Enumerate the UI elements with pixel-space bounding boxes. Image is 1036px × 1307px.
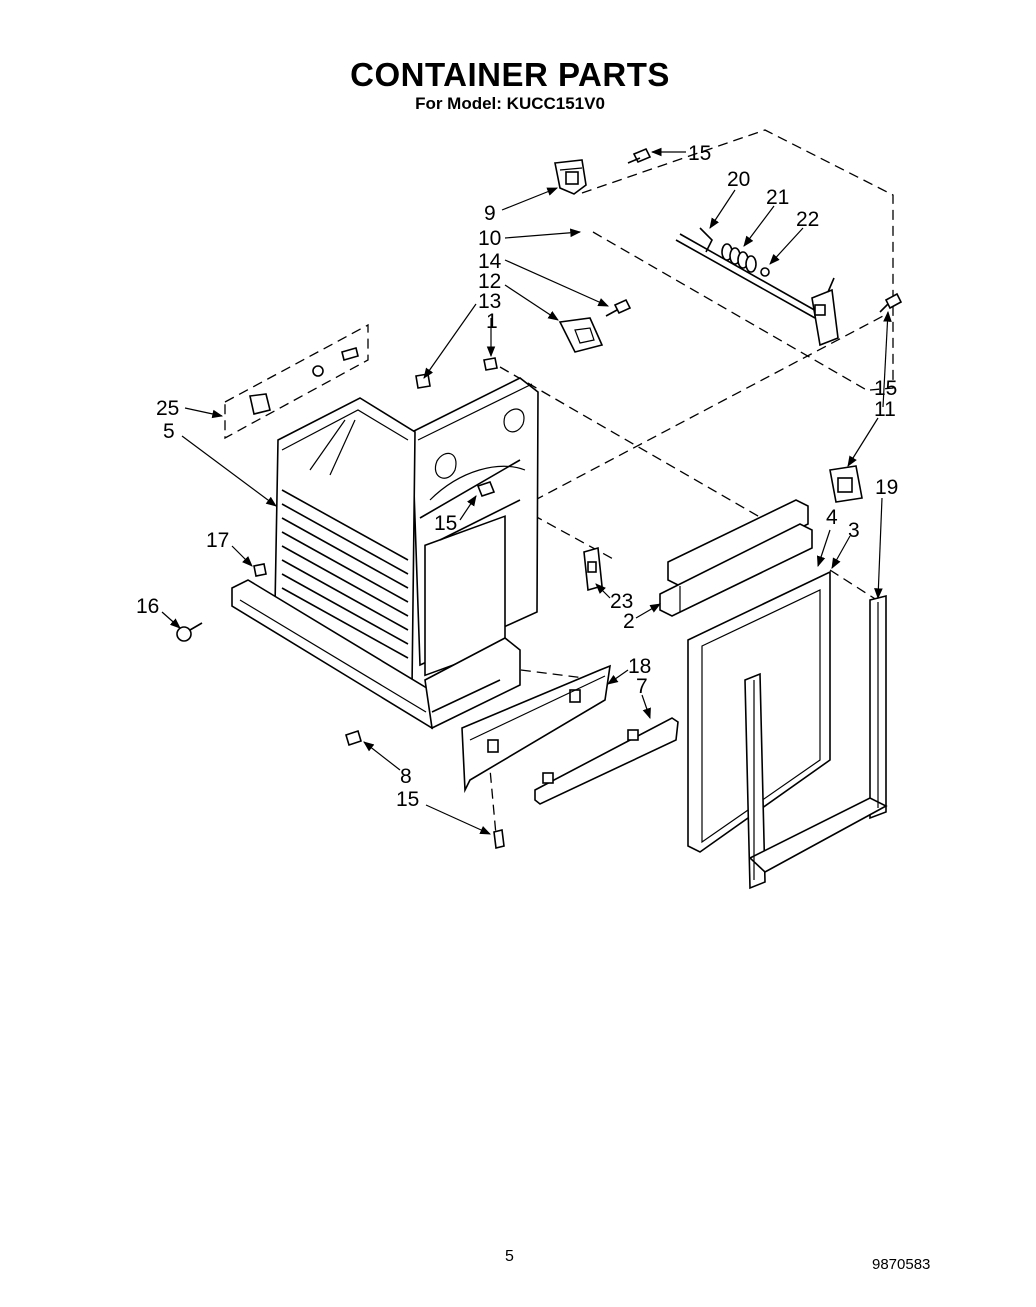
callout-14: 14: [478, 250, 502, 273]
callout-17: 17: [206, 529, 229, 552]
hinge-pin-assembly-25: [224, 323, 369, 440]
bottom-trim-7: [534, 717, 679, 805]
callout-16: 16: [136, 595, 159, 618]
callout-15: 15: [688, 142, 711, 165]
screw-14: [605, 298, 632, 317]
nut-17: [253, 563, 267, 577]
callout-22: 22: [796, 208, 819, 231]
callout-10: 10: [478, 227, 501, 250]
screw-15-right: [879, 292, 903, 313]
callout-4: 4: [826, 506, 838, 529]
callout-18: 18: [628, 655, 651, 678]
screw-15-cabinet: [476, 481, 496, 497]
callout-2: 2: [623, 610, 635, 633]
callout-12: 12: [478, 270, 501, 293]
callout-25: 25: [156, 397, 179, 420]
callout-23: 23: [610, 590, 633, 613]
screw-8: [345, 729, 362, 747]
callout-1: 1: [486, 310, 498, 333]
callout-15: 15: [434, 512, 457, 535]
page-number: 5: [505, 1248, 514, 1265]
callout-labels: 15 20 21 22 9 10 14 12 13 1 15 11 25 5 1…: [136, 142, 898, 811]
callout-5: 5: [163, 420, 175, 443]
bracket-part-12: [558, 317, 604, 353]
callout-20: 20: [727, 168, 750, 191]
screw-15-bottom: [493, 829, 505, 849]
model-subtitle: For Model: KUCC151V0: [415, 94, 605, 113]
callout-7: 7: [636, 675, 648, 698]
screw-15-top: [627, 147, 652, 164]
document-number: 9870583: [872, 1256, 931, 1273]
callout-15: 15: [874, 377, 897, 400]
callout-21: 21: [766, 186, 789, 209]
bracket-part-11: [829, 465, 863, 503]
callout-11: 11: [874, 398, 896, 421]
bolt-16: [176, 622, 203, 642]
callout-19: 19: [875, 476, 898, 499]
hinge-23: [583, 546, 603, 592]
bracket-part-9: [554, 159, 587, 195]
screw-1: [483, 357, 498, 371]
callout-leaders: [161, 147, 892, 835]
callout-8: 8: [400, 765, 412, 788]
callout-13: 13: [478, 290, 501, 313]
door-gasket-19: [744, 594, 888, 890]
callout-3: 3: [848, 519, 860, 542]
screw-13: [415, 373, 431, 389]
latch-rod-assembly: [675, 227, 839, 347]
callout-15: 15: [396, 788, 419, 811]
callout-9: 9: [484, 202, 496, 225]
container-cabinet: [231, 377, 539, 730]
page-title: CONTAINER PARTS: [350, 56, 670, 93]
kick-plate-18: [461, 664, 611, 794]
